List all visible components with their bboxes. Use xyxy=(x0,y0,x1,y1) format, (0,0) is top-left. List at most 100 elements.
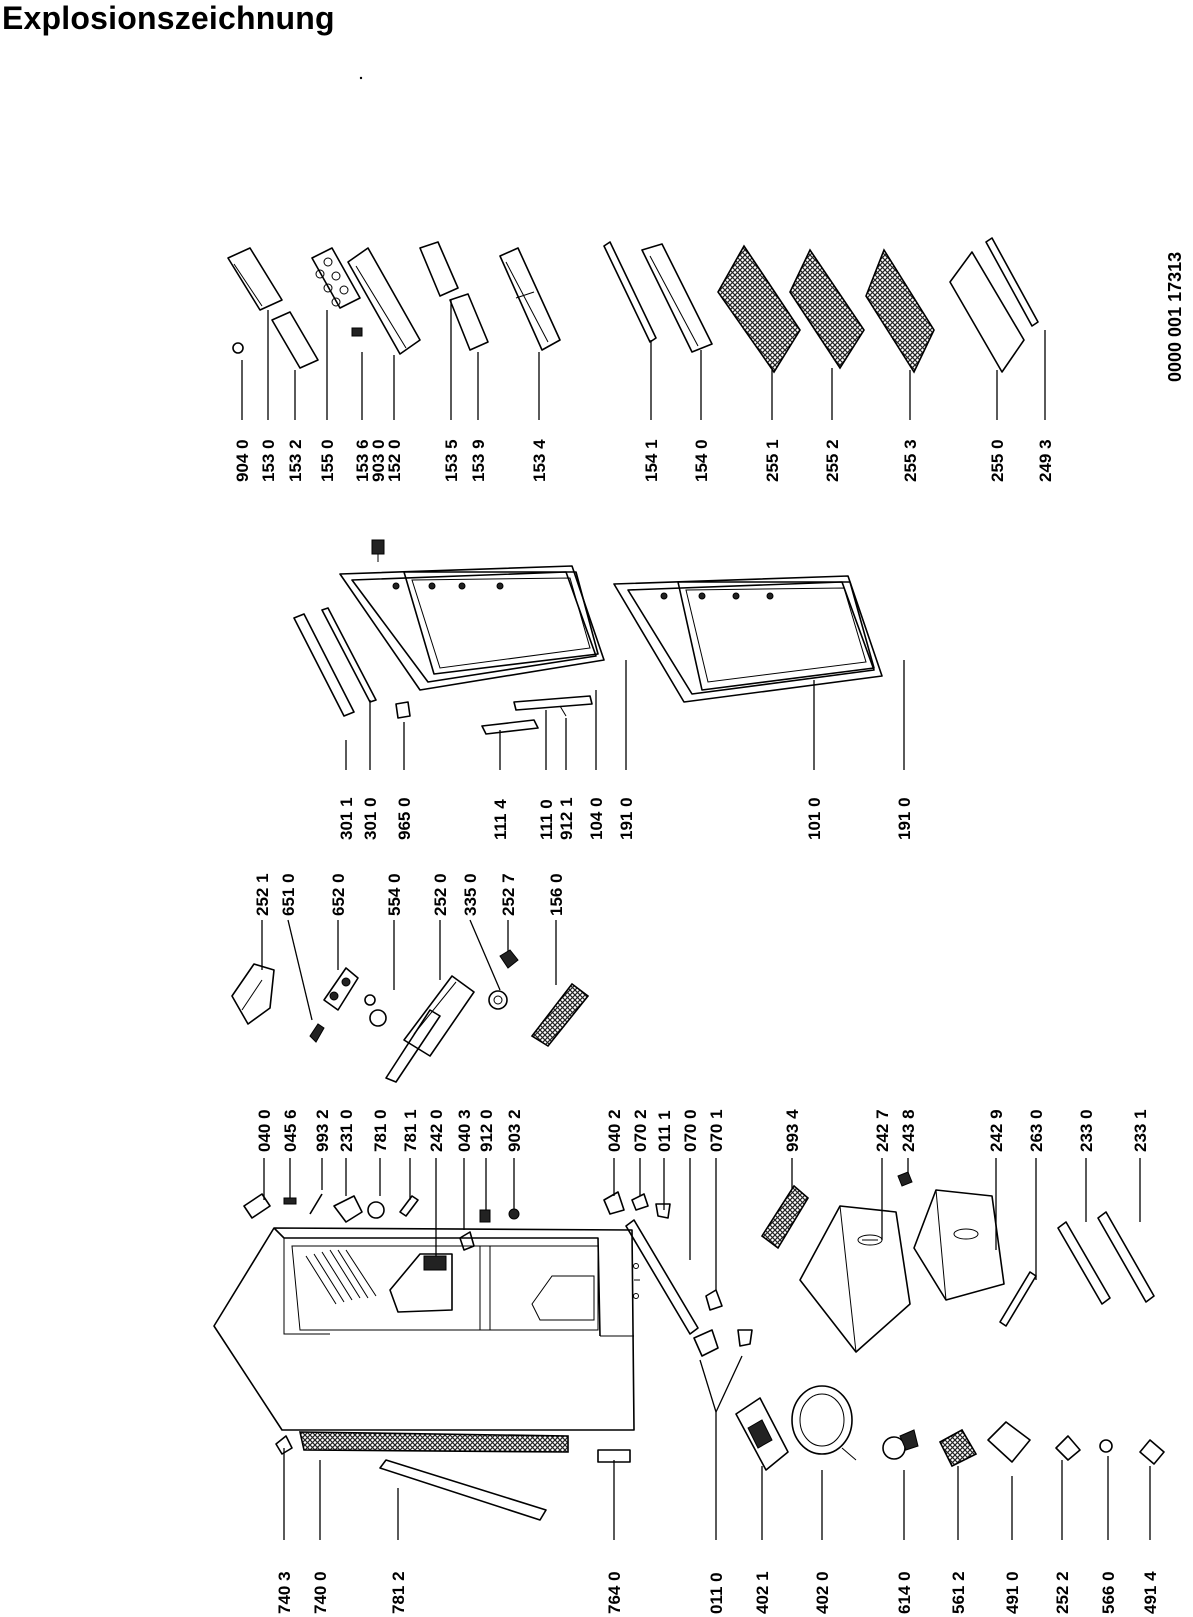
pin-912-1 xyxy=(559,705,567,717)
label-301-0: 301 0 xyxy=(361,797,380,840)
shelf-part-153-2 xyxy=(271,311,319,369)
part-764-0 xyxy=(597,1449,631,1463)
label-252-7: 252 7 xyxy=(499,873,518,916)
part-040-3 xyxy=(459,1231,475,1251)
part-781-1 xyxy=(399,1195,419,1217)
label-263-0: 263 0 xyxy=(1027,1109,1046,1152)
label-104-0: 104 0 xyxy=(587,797,606,840)
label-255-3: 255 3 xyxy=(901,439,920,482)
label-904-0: 904 0 xyxy=(233,439,252,482)
part-903-2 xyxy=(508,1208,520,1220)
door-shelf-152-0 xyxy=(347,247,421,355)
relay-614-0 xyxy=(882,1429,919,1460)
wire-shelf-255-3 xyxy=(865,248,935,374)
hinge-040-2 xyxy=(603,1191,625,1215)
label-155-0: 155 0 xyxy=(318,439,337,482)
label-242-7: 242 7 xyxy=(873,1109,892,1152)
doc-number: 0000 001 17313 xyxy=(1165,252,1185,382)
handle-301-0 xyxy=(321,607,377,703)
label-070-2: 070 2 xyxy=(631,1109,650,1152)
hinge-011-0 xyxy=(693,1329,719,1357)
part-912-0 xyxy=(479,1209,491,1223)
glass-shelf-255-0 xyxy=(949,251,1025,373)
part-070-1 xyxy=(705,1289,723,1311)
lower-door xyxy=(613,575,883,703)
cover-781-2 xyxy=(379,1459,547,1521)
label-781-1: 781 1 xyxy=(401,1109,420,1152)
part-252-2 xyxy=(1055,1435,1081,1461)
label-651-0: 651 0 xyxy=(279,873,298,916)
knob-335-0 xyxy=(488,990,508,1010)
label-561-2: 561 2 xyxy=(949,1571,968,1614)
label-111-0: 111 0 xyxy=(537,799,556,840)
door-accessories-group: 904 0 153 0 153 2 155 0 153 6 903 0 152 … xyxy=(227,237,1055,482)
bottom-parts-group: 740 3 740 0 781 2 764 0 011 0 402 1 402 … xyxy=(275,1329,1165,1614)
label-912-0: 912 0 xyxy=(477,1109,496,1152)
rod-263-0 xyxy=(999,1271,1037,1327)
part-566-0 xyxy=(1099,1439,1113,1453)
rack-156-0 xyxy=(530,982,590,1048)
label-011-1: 011 1 xyxy=(655,1110,674,1152)
label-111-4: 111 4 xyxy=(491,799,510,840)
label-040-3: 040 3 xyxy=(455,1109,474,1152)
label-252-1: 252 1 xyxy=(253,873,272,916)
part-561-2 xyxy=(938,1428,978,1468)
label-993-4: 993 4 xyxy=(783,1109,802,1152)
page-title: Explosionszeichnung xyxy=(2,0,335,36)
bracket-252-0 xyxy=(403,975,475,1057)
cabinet-group: 040 0 045 6 993 2 231 0 781 0 781 1 242 … xyxy=(213,1109,1155,1431)
label-491-0: 491 0 xyxy=(1003,1571,1022,1614)
label-781-2: 781 2 xyxy=(389,1571,408,1614)
label-740-0: 740 0 xyxy=(311,1571,330,1614)
knob-965-0 xyxy=(395,701,411,719)
part-252-7 xyxy=(499,949,519,969)
label-233-0: 233 0 xyxy=(1077,1109,1096,1152)
label-903-2: 903 2 xyxy=(505,1109,524,1152)
plate-231-0 xyxy=(333,1195,363,1223)
label-252-0: 252 0 xyxy=(431,873,450,916)
label-255-1: 255 1 xyxy=(763,439,782,482)
label-153-4: 153 4 xyxy=(530,439,549,482)
rail-233-0 xyxy=(1057,1221,1111,1305)
foot-740-3 xyxy=(275,1435,293,1455)
label-101-0: 101 0 xyxy=(805,797,824,840)
small-clip xyxy=(351,327,363,337)
label-252-2: 252 2 xyxy=(1053,1571,1072,1614)
label-764-0: 764 0 xyxy=(605,1571,624,1614)
thermostat-group: 252 1 651 0 652 0 554 0 252 0 335 0 252 … xyxy=(231,873,590,1083)
thermostat-cover xyxy=(231,963,275,1025)
handle-301-1 xyxy=(293,613,355,717)
label-070-1: 070 1 xyxy=(707,1109,726,1152)
label-255-2: 255 2 xyxy=(823,439,842,482)
label-153-5: 153 5 xyxy=(442,439,461,482)
label-301-1: 301 1 xyxy=(337,797,356,840)
hinge-pin xyxy=(737,1329,753,1347)
label-242-0: 242 0 xyxy=(427,1109,446,1152)
fridge-cabinet xyxy=(213,1227,640,1431)
drawer-242-9 xyxy=(913,1189,1005,1301)
label-045-6: 045 6 xyxy=(281,1109,300,1152)
part-781-0 xyxy=(367,1201,385,1219)
pin-045-6 xyxy=(283,1197,297,1205)
label-242-9: 242 9 xyxy=(987,1109,1006,1152)
drawer-242-7 xyxy=(799,1205,911,1353)
label-554-0: 554 0 xyxy=(385,873,404,916)
shelf-part-153-5 xyxy=(419,241,459,297)
trim-249-3 xyxy=(985,237,1039,327)
strip-111-4 xyxy=(481,719,539,735)
part-651-0 xyxy=(309,1023,325,1043)
screw-part xyxy=(371,539,385,562)
doors-group: 301 1 301 0 965 0 111 4 111 0 912 1 104 … xyxy=(293,565,914,840)
wire-shelf-255-1 xyxy=(717,244,801,374)
ring-part xyxy=(232,342,244,354)
label-153-0: 153 0 xyxy=(259,439,278,482)
label-912-1: 912 1 xyxy=(557,797,576,840)
label-191-0-lower: 191 0 xyxy=(895,797,914,840)
label-740-3: 740 3 xyxy=(275,1571,294,1614)
label-965-0: 965 0 xyxy=(395,797,414,840)
strip-070-0 xyxy=(625,1219,699,1335)
compressor-402-0 xyxy=(791,1385,857,1461)
hinge-040-0 xyxy=(243,1193,271,1219)
bar-154-1 xyxy=(603,241,657,343)
door-shelf-154-0 xyxy=(641,243,713,353)
